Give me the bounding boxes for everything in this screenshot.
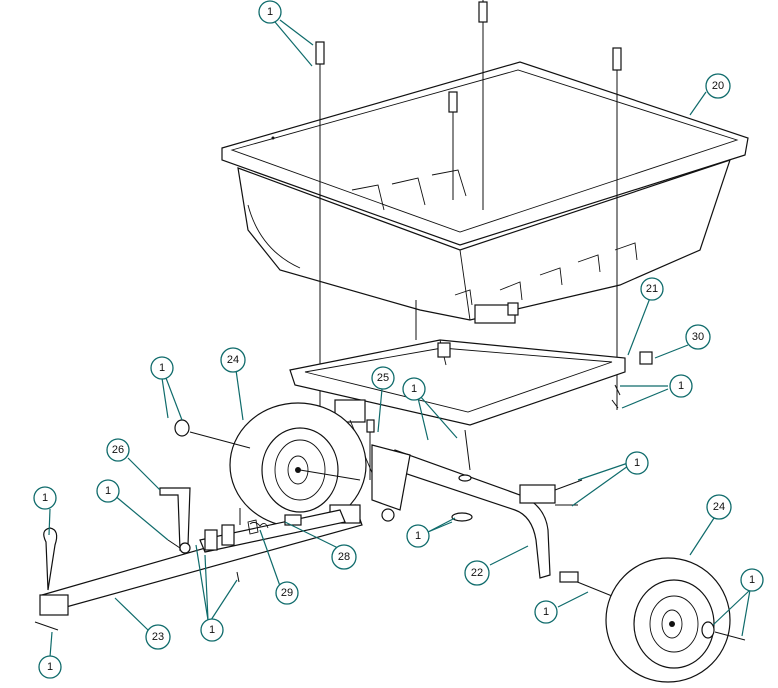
svg-text:1: 1 [543,606,549,618]
callout: 22 [464,560,490,586]
svg-text:20: 20 [712,80,724,92]
svg-text:1: 1 [749,574,755,586]
callout: 25 [371,366,395,390]
hopper-bolts [315,0,622,420]
leader-lines [48,19,751,658]
svg-text:1: 1 [42,492,48,504]
callout-bubbles: 1 20 21 30 1 24 1 25 1 26 1 1 1 28 29 1 … [33,0,764,679]
callout: 1 [33,486,57,510]
callout: 1 [740,568,764,592]
callout: 21 [640,277,664,301]
svg-text:24: 24 [227,354,239,366]
callout: 1 [402,377,426,401]
callout: 1 [150,356,174,380]
callout: 1 [96,479,120,503]
svg-text:1: 1 [209,624,215,636]
left-wheel [174,402,367,528]
svg-text:21: 21 [646,283,658,295]
svg-text:22: 22 [471,567,483,579]
svg-text:1: 1 [411,383,417,395]
svg-text:28: 28 [338,551,350,563]
callout: 1 [406,524,430,548]
axle-handle [371,429,613,597]
svg-text:26: 26 [112,444,124,456]
hopper [221,61,749,321]
callout: 1 [534,600,558,624]
svg-text:25: 25 [377,372,389,384]
svg-text:1: 1 [159,362,165,374]
callout: 1 [258,0,282,24]
callout: 24 [220,347,246,373]
callout: 30 [685,324,711,350]
control-lever [159,487,191,554]
callout: 1 [38,655,62,679]
svg-text:1: 1 [415,530,421,542]
callout: 1 [669,374,693,398]
svg-text:1: 1 [634,457,640,469]
right-wheel [605,557,746,683]
svg-text:1: 1 [678,380,684,392]
callout: 26 [106,438,130,462]
callout: 1 [200,618,224,642]
svg-text:30: 30 [692,331,704,343]
misc-hardware [167,384,621,583]
callout: 24 [706,494,732,520]
svg-text:24: 24 [713,501,725,513]
frame [289,302,653,481]
svg-text:1: 1 [105,485,111,497]
svg-text:29: 29 [281,587,293,599]
callout: 20 [705,73,731,99]
linkage-assembly [199,509,346,553]
svg-text:1: 1 [47,661,53,673]
svg-text:1: 1 [267,6,273,18]
callout: 29 [275,581,299,605]
callout: 28 [331,544,357,570]
callout: 23 [145,624,171,650]
svg-text:23: 23 [152,631,164,643]
callout: 1 [625,451,649,475]
